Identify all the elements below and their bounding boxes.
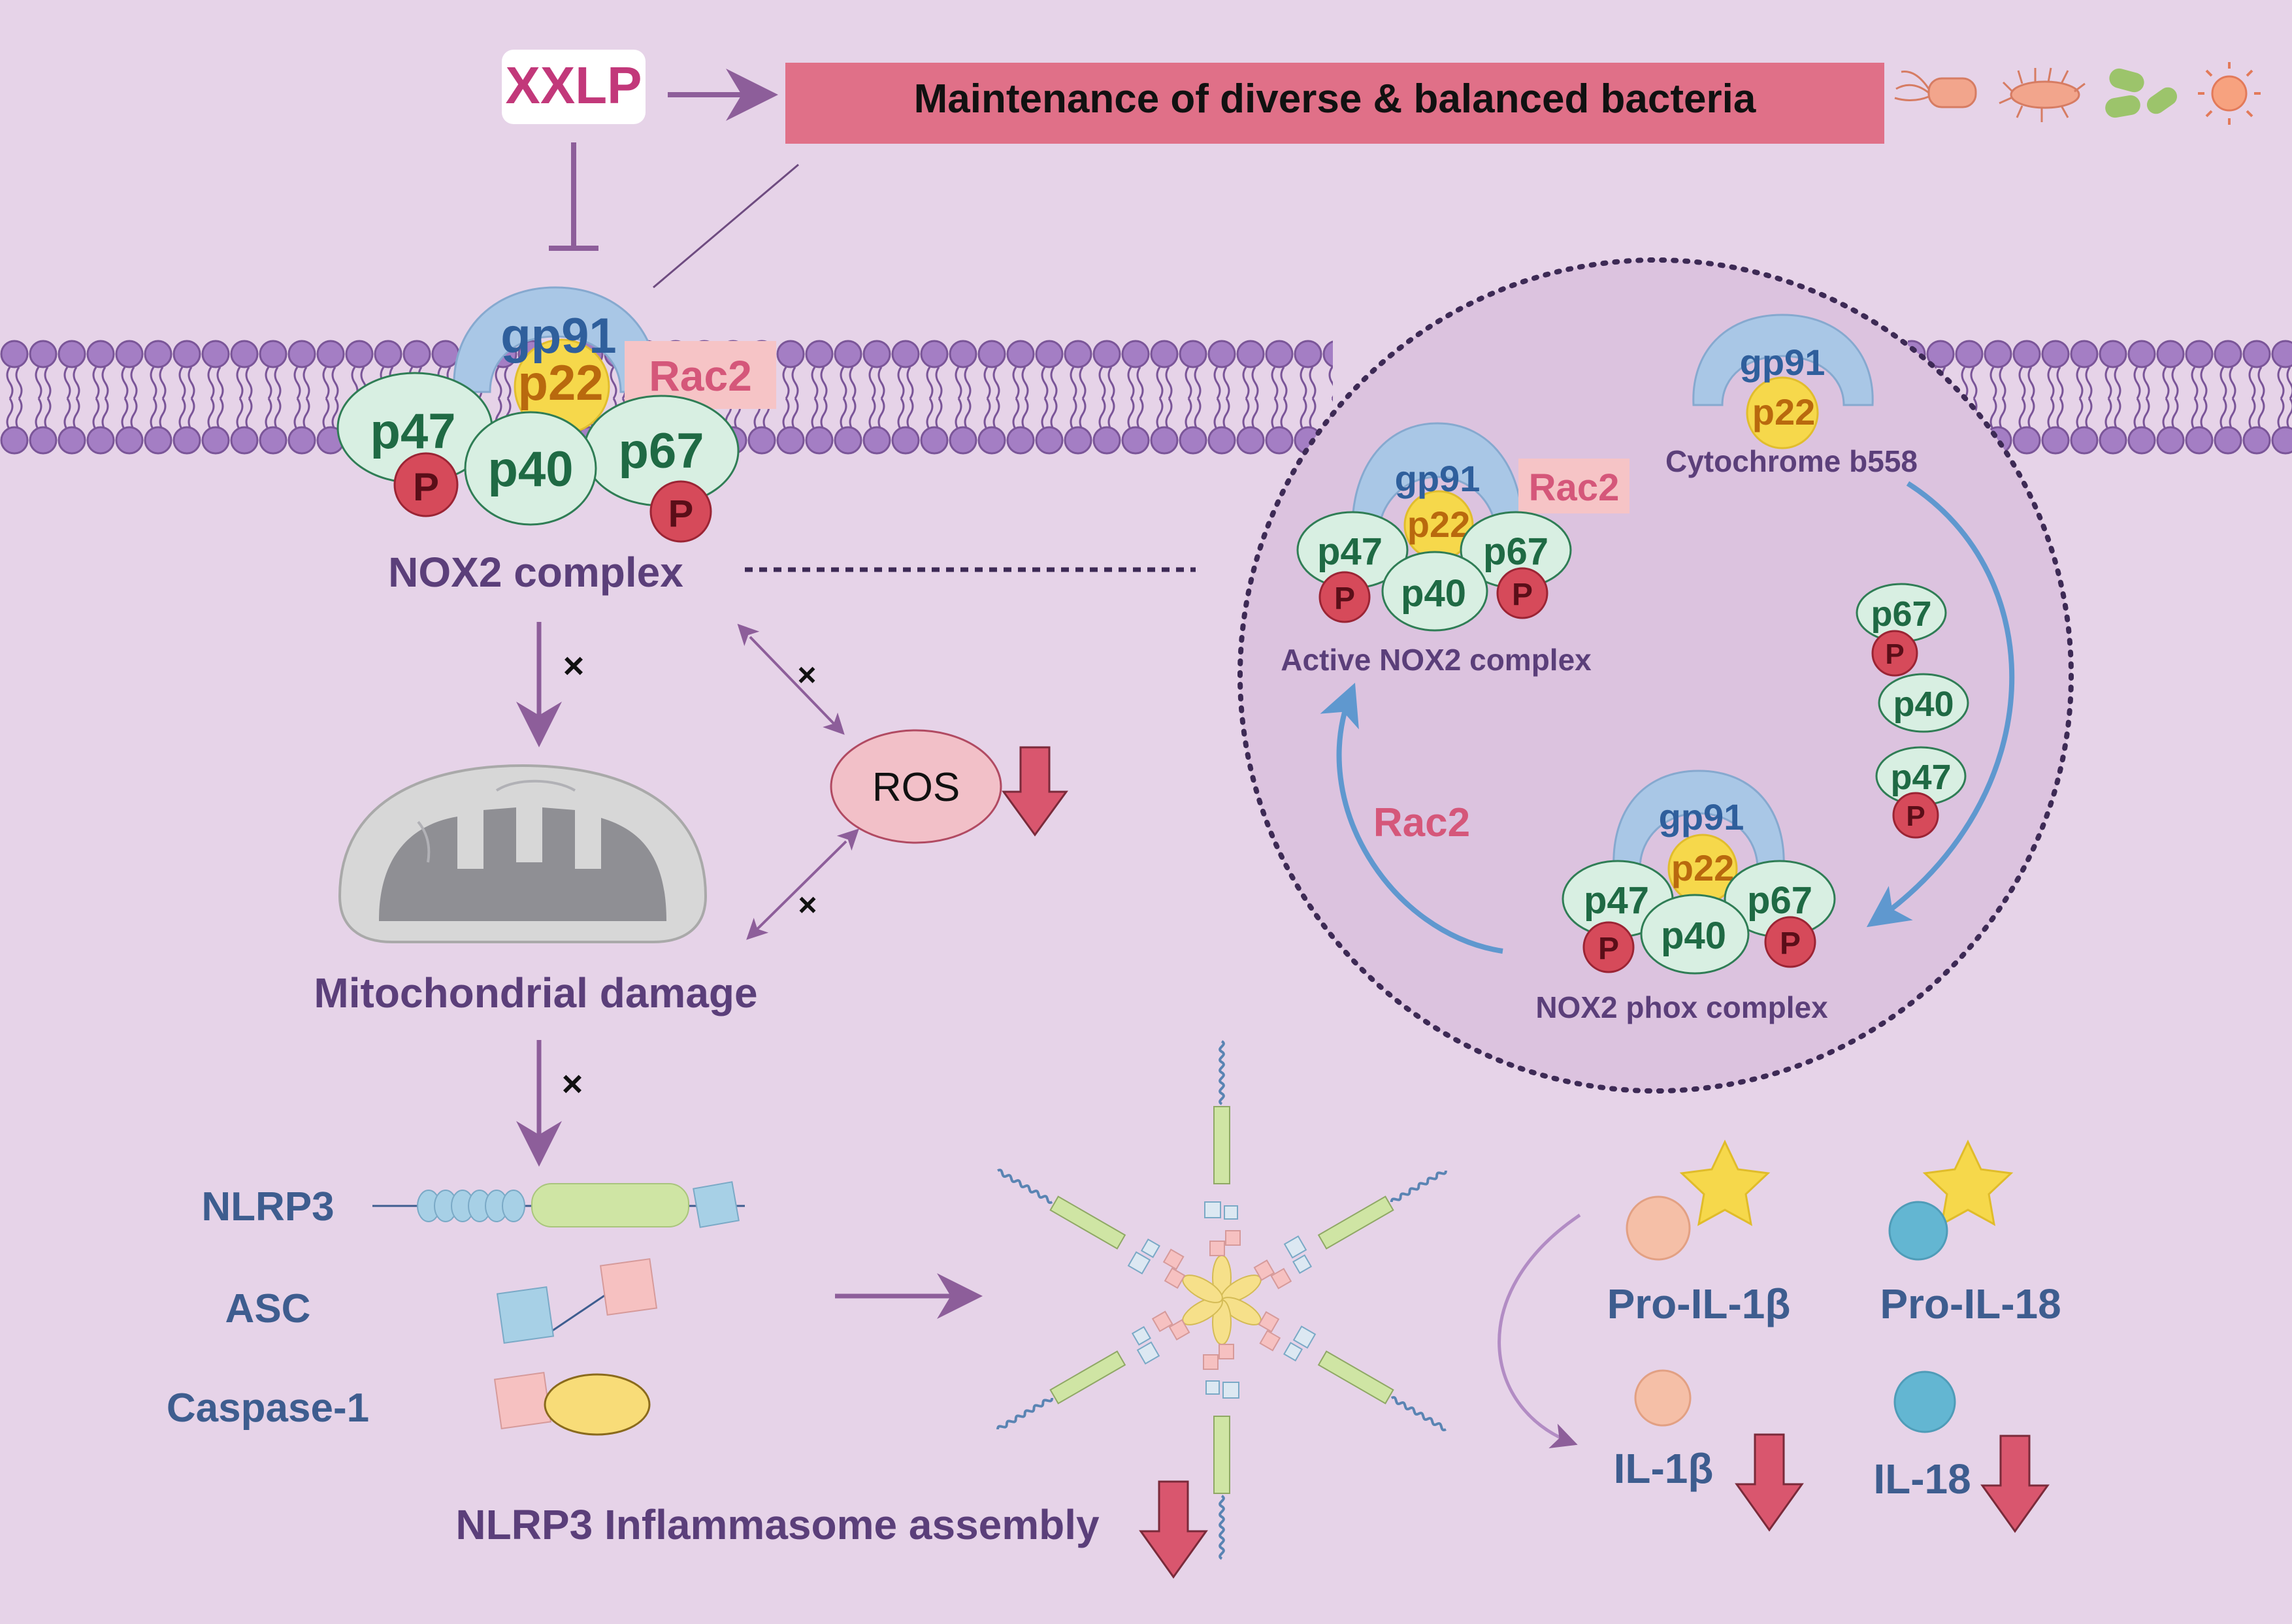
il18-label: IL-18 (1873, 1455, 1971, 1502)
p22-label: p22 (518, 355, 604, 411)
il18-icon (1893, 1371, 1956, 1433)
inflammasome-core (1182, 1255, 1262, 1345)
block-mark-1: × (563, 645, 585, 686)
phox-p67-phosphate: P (1780, 926, 1801, 961)
xxlp-inhibition (549, 142, 598, 251)
xxlp-box: XXLP (502, 50, 646, 124)
assembly-down-arrow (1139, 1480, 1208, 1579)
p47-label: p47 (370, 404, 456, 459)
asc-label: ASC (225, 1286, 311, 1331)
cytochrome-to-phox-arrow (1866, 481, 2015, 928)
il1b-down-arrow (1735, 1433, 1804, 1532)
block-mark-4: × (562, 1063, 583, 1104)
il1b-icon (1634, 1369, 1692, 1427)
active-p67-phosphate: P (1512, 577, 1533, 612)
phox-p67-label: p67 (1747, 879, 1812, 922)
pro-il18-label: Pro-IL-18 (1880, 1280, 2061, 1327)
p47-phosphate (393, 452, 459, 517)
xxlp-label: XXLP (506, 56, 642, 114)
nox2-activation-inset: gp91 p22 Cytochrome b558 gp91 p22 Rac2 p… (1237, 257, 2074, 1094)
active-p22-label: p22 (1407, 504, 1471, 545)
rac2-tag: Rac2 (625, 341, 776, 409)
phox-p22-label: p22 (1671, 847, 1735, 888)
phox-complex-label: NOX2 phox complex (1535, 990, 1828, 1024)
p67-phosphate-label: P (668, 493, 694, 535)
inflammasome-arm (996, 1310, 1190, 1430)
inset-gp91-label: gp91 (1740, 342, 1825, 383)
nox2-complex-label: NOX2 complex (388, 549, 683, 596)
block-mark-2: × (797, 657, 816, 693)
banner-callout-line (653, 163, 799, 289)
il18-down-arrow (1980, 1435, 2050, 1533)
inflammasome-arm (997, 1168, 1186, 1289)
caspase-protein-icon (493, 1371, 651, 1436)
ros-node: ROS (830, 729, 1002, 844)
nlrp3-protein-icon (372, 1181, 745, 1228)
block-mark-3: × (798, 886, 817, 923)
inflammasome-assembly-icon (996, 1040, 1447, 1560)
free-p67-phosphate: P (1885, 638, 1904, 670)
gp91-label: gp91 (500, 308, 616, 364)
inflammasome-arm (1253, 1170, 1447, 1290)
ros-mito-arrow (746, 828, 859, 940)
free-p47-phosphate: P (1906, 800, 1925, 832)
pro-il1b-icon (1626, 1139, 1771, 1261)
active-p67-label: p67 (1483, 530, 1548, 573)
phox-p40-label: p40 (1661, 915, 1726, 957)
active-nox2-label: Active NOX2 complex (1281, 643, 1592, 677)
active-p47-phosphate: P (1334, 581, 1355, 616)
inset-rac2-label: Rac2 (1373, 800, 1470, 845)
cytochrome-b558: gp91 p22 (1692, 314, 1874, 449)
p47-phosphate-label: P (413, 465, 439, 509)
pro-il18-icon (1888, 1139, 2014, 1261)
phox-complex: gp91 p22 p47 p67 p40 P P (1562, 770, 1836, 975)
phox-p47-label: p47 (1584, 879, 1649, 922)
free-p67-label: p67 (1871, 594, 1931, 634)
nox2-complex: gp91 p22 Rac2 p47 p67 p40 P P (336, 286, 776, 543)
processing-arrow (1498, 1213, 1581, 1449)
bacteria-banner: Maintenance of diverse & balanced bacter… (785, 63, 1884, 144)
nox2-ros-arrow (737, 623, 845, 735)
il1b-label: IL-1β (1614, 1445, 1714, 1492)
p67-label: p67 (619, 423, 704, 479)
mito-damage-label: Mitochondrial damage (314, 969, 757, 1016)
asc-protein-icon (496, 1258, 658, 1344)
active-rac2-label: Rac2 (1529, 466, 1620, 509)
phox-p47-phosphate: P (1598, 932, 1619, 966)
free-p40-label: p40 (1893, 685, 1954, 724)
active-nox2: gp91 p22 Rac2 p47 p67 p40 P P (1296, 422, 1629, 632)
cytochrome-label: Cytochrome b558 (1665, 444, 1918, 478)
bacteria-icons (1894, 62, 2261, 125)
pro-il1b-label: Pro-IL-1β (1607, 1280, 1791, 1327)
p40-label: p40 (488, 442, 574, 497)
p67-phosphate (649, 480, 712, 543)
inflammasome-arm (1203, 1344, 1239, 1560)
free-subunits: p67 P p40 p47 P (1856, 583, 1969, 839)
inset-p22-label: p22 (1752, 391, 1816, 432)
active-p40-label: p40 (1401, 572, 1466, 615)
green-bacilli-icon (2105, 68, 2178, 118)
active-gp91-label: gp91 (1395, 458, 1481, 499)
inflammasome-arm (1204, 1040, 1241, 1256)
flagellated-bacterium-icon (1999, 67, 2086, 122)
assembly-label: NLRP3 Inflammasome assembly (455, 1501, 1100, 1548)
phox-to-active-arrow (1320, 683, 1503, 954)
p40-subunit (464, 411, 597, 526)
phox-gp91-label: gp91 (1659, 796, 1744, 837)
inflammasome-arm (1258, 1311, 1447, 1432)
rod-bacterium-icon (1894, 71, 1977, 108)
caspase-label: Caspase-1 (167, 1386, 369, 1431)
mitochondrion-icon (338, 764, 708, 943)
ros-label: ROS (872, 765, 960, 810)
bacteria-banner-label: Maintenance of diverse & balanced bacter… (914, 76, 1756, 122)
free-p47-label: p47 (1890, 758, 1951, 797)
ros-down-arrow (1002, 746, 1068, 837)
coccus-bacterium-icon (2198, 62, 2261, 125)
rac2-label: Rac2 (649, 351, 752, 400)
nlrp3-label: NLRP3 (201, 1184, 334, 1229)
active-p47-label: p47 (1317, 530, 1383, 573)
